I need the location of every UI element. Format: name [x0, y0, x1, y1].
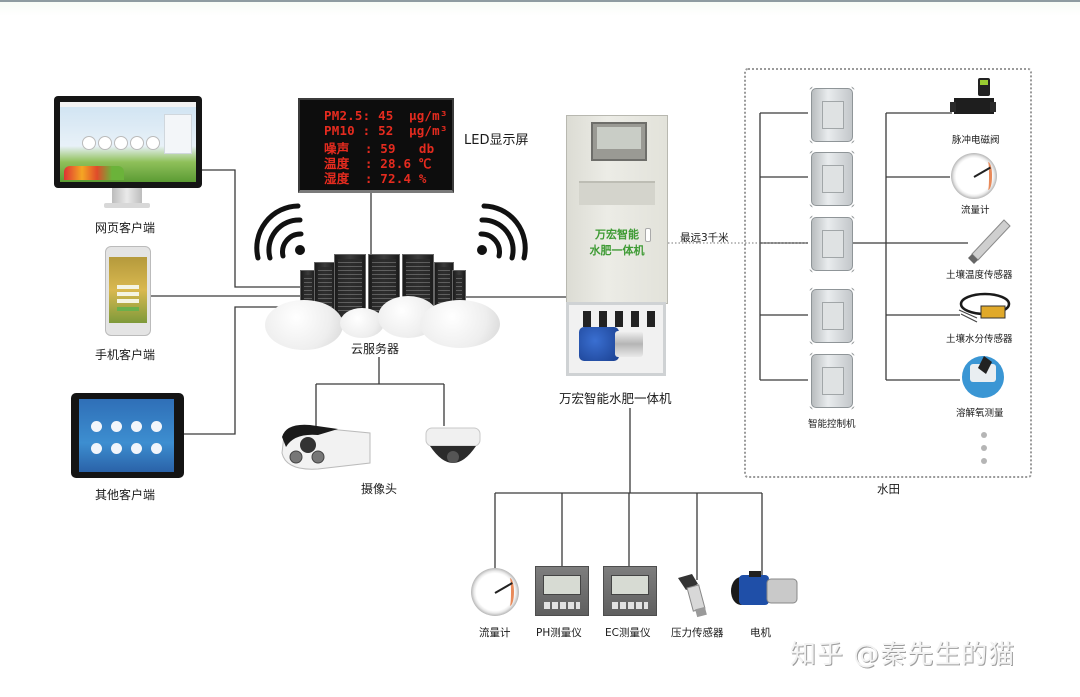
machine-panel-line2: 水肥一体机	[589, 244, 645, 257]
line-field-sensors	[850, 112, 968, 381]
other-client-tablet	[71, 393, 184, 478]
sensor-label-dissolved-oxygen: 溶解氧测量	[956, 408, 1004, 419]
smart-controller	[809, 352, 855, 410]
dissolved-oxygen-sensor-icon	[962, 356, 1004, 398]
monitor-base	[104, 203, 150, 208]
paddy-field-zone	[744, 68, 1032, 478]
smart-controller	[809, 86, 855, 144]
bottom-label-motor: 电机	[750, 627, 771, 639]
cabinet-handle	[645, 228, 651, 242]
ec-meter-icon	[603, 566, 657, 616]
top-fade	[0, 2, 1080, 16]
bottom-label-ec-meter: EC测量仪	[605, 627, 651, 639]
more-dot-icon	[981, 432, 987, 438]
cloud-shape	[340, 308, 384, 338]
web-client-label: 网页客户端	[95, 221, 156, 235]
bottom-label-flowmeter: 流量计	[479, 627, 511, 639]
web-client-monitor	[54, 96, 202, 188]
soil-moisture-sensor-icon	[958, 292, 1011, 323]
ph-meter-icon	[535, 566, 589, 616]
pressure-sensor-icon	[678, 574, 707, 618]
led-row-pm25: PM2.5: 45 μg/m³	[324, 108, 448, 123]
smart-controller-label: 智能控制机	[808, 419, 856, 430]
top-border	[0, 0, 1080, 2]
field-label: 水田	[877, 482, 900, 496]
mobile-client-phone	[105, 246, 151, 336]
line-machine-bottom	[494, 408, 763, 580]
smart-controller	[809, 150, 855, 208]
sensor-label-valve: 脉冲电磁阀	[952, 135, 1000, 146]
bottom-label-ph-meter: PH测量仪	[536, 627, 582, 639]
line-cloud-cameras	[315, 357, 445, 428]
sensor-label-soil-moisture: 土壤水分传感器	[946, 334, 1013, 345]
sensor-label-flowmeter: 流量计	[961, 205, 990, 216]
led-row-noise: 噪声 : 59 db	[324, 141, 435, 156]
other-client-label: 其他客户端	[95, 488, 156, 502]
more-dot-icon	[981, 458, 987, 464]
smart-controller	[809, 287, 855, 345]
electric-motor-icon	[731, 571, 798, 605]
solenoid-valve-icon	[950, 78, 996, 114]
led-row-humidity: 湿度 : 72.4 %	[324, 171, 427, 186]
machine-panel-line1: 万宏智能	[595, 228, 639, 241]
mobile-client-label: 手机客户端	[95, 348, 156, 362]
soil-temperature-sensor-icon	[968, 219, 1011, 264]
led-display: PM2.5: 45 μg/m³ PM10 : 52 μg/m³ 噪声 : 59 …	[298, 98, 454, 193]
flowmeter-gauge-icon	[951, 153, 997, 199]
more-dot-icon	[981, 445, 987, 451]
cloud-server-label: 云服务器	[351, 342, 400, 356]
monitor-stand	[112, 188, 142, 204]
line-web-client	[200, 169, 305, 288]
wifi-right-icon	[477, 203, 528, 261]
dome-camera-icon	[425, 427, 481, 463]
machine-screen	[591, 122, 647, 161]
fertigation-machine-cabinet: 万宏智能 水肥一体机	[566, 115, 668, 304]
led-row-pm10: PM10 : 52 μg/m³	[324, 123, 448, 138]
distance-label: 最远3千米	[680, 232, 729, 244]
bottom-label-pressure-sensor: 压力传感器	[671, 627, 724, 639]
line-other-client	[184, 306, 285, 435]
sensor-label-soil-temp: 土壤温度传感器	[946, 270, 1013, 281]
bullet-camera-icon	[281, 424, 371, 470]
server-rack	[314, 262, 336, 314]
led-display-label: LED显示屏	[464, 133, 529, 148]
machine-pump-frame	[566, 302, 666, 376]
cameras-label: 摄像头	[361, 482, 398, 496]
smart-controller	[809, 215, 855, 273]
cloud-shape	[420, 300, 500, 348]
machine-label: 万宏智能水肥一体机	[559, 391, 672, 406]
wifi-left-icon	[254, 203, 305, 261]
cloud-shape	[265, 300, 343, 350]
bottom-flowmeter-gauge-icon	[471, 568, 519, 616]
led-row-temperature: 温度 : 28.6 ℃	[324, 156, 432, 171]
watermark: 知乎 @秦先生的猫	[790, 640, 1016, 670]
